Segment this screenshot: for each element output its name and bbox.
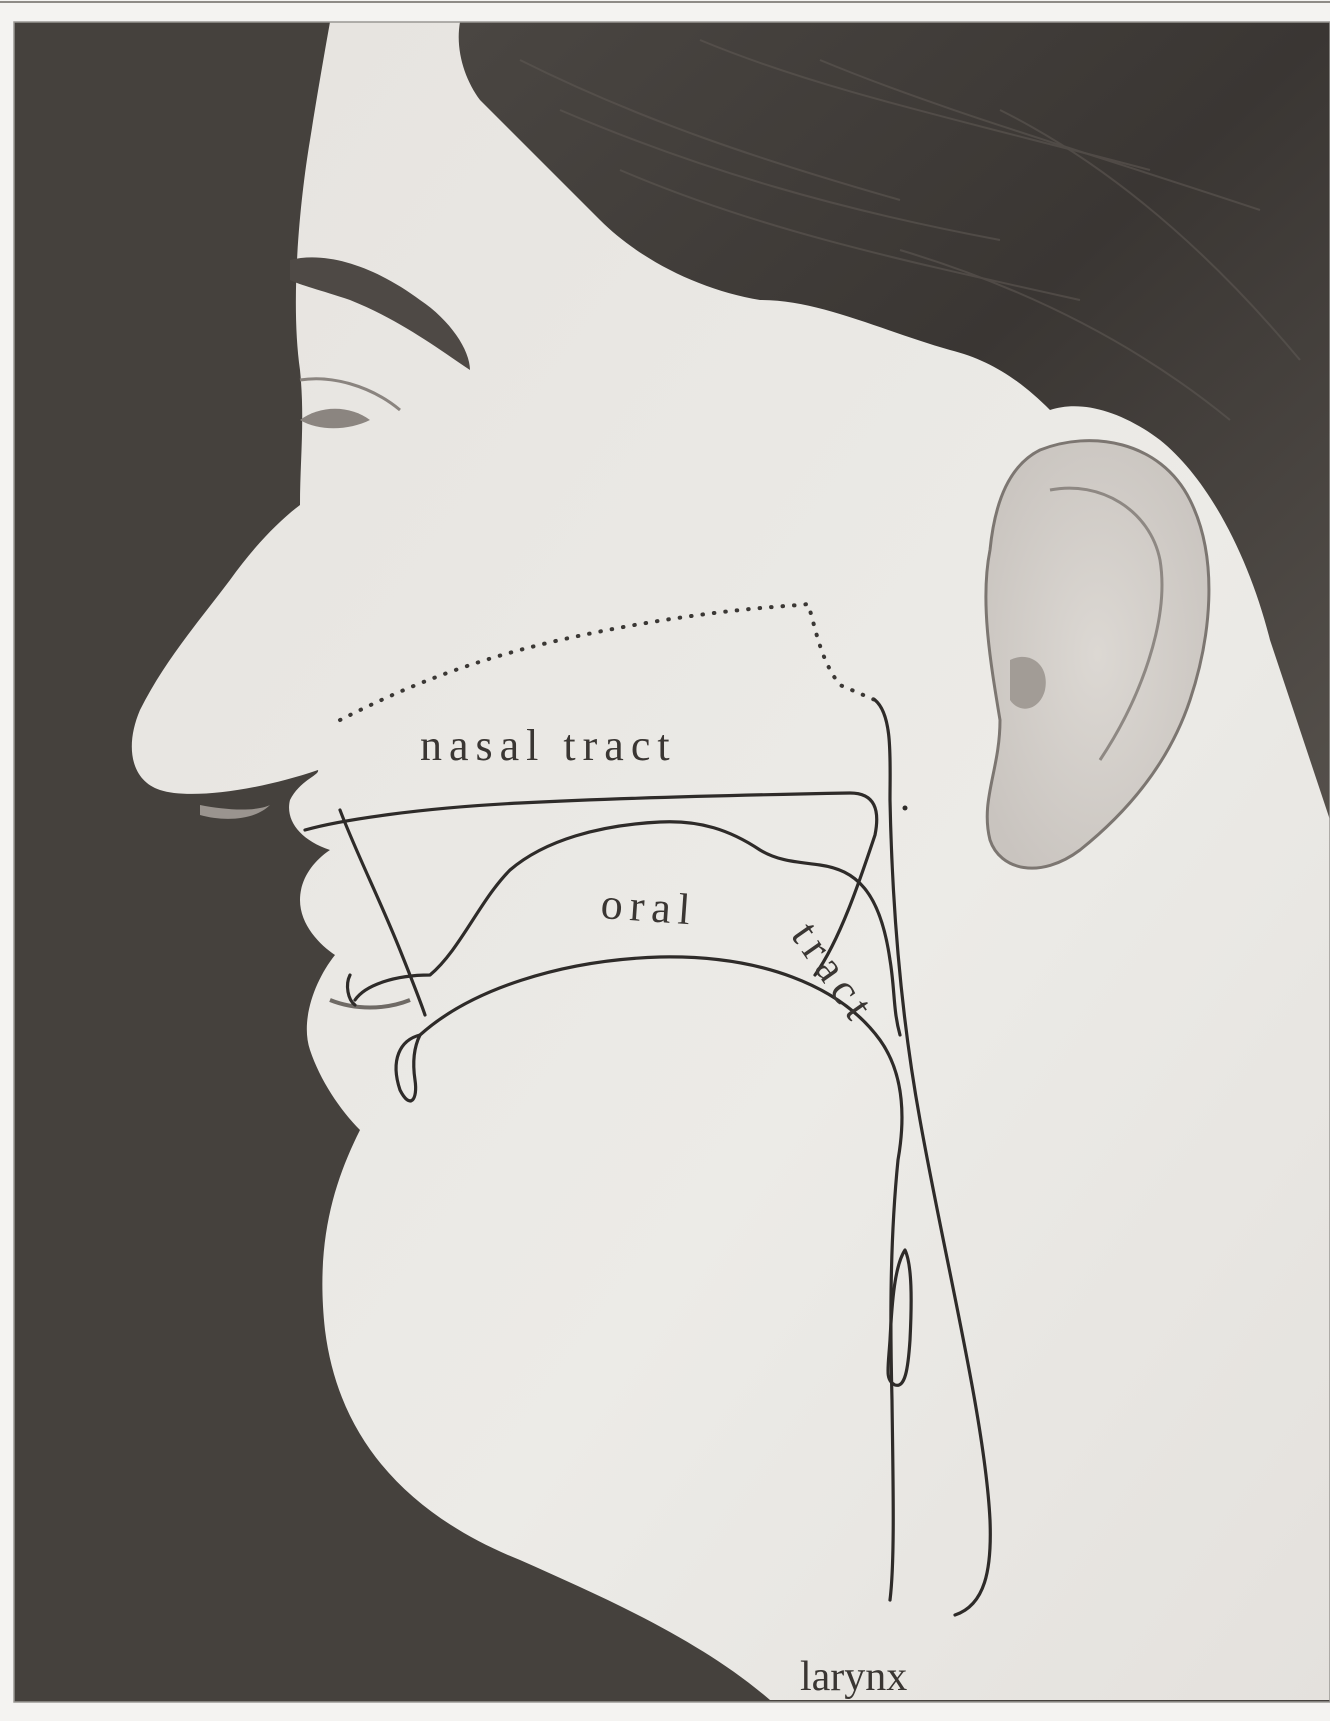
label-nasal-tract: nasal tract (420, 721, 677, 770)
velum-dot (903, 806, 908, 811)
label-larynx: larynx (800, 1654, 907, 1700)
label-oral-tract-oral: oral (599, 879, 699, 935)
